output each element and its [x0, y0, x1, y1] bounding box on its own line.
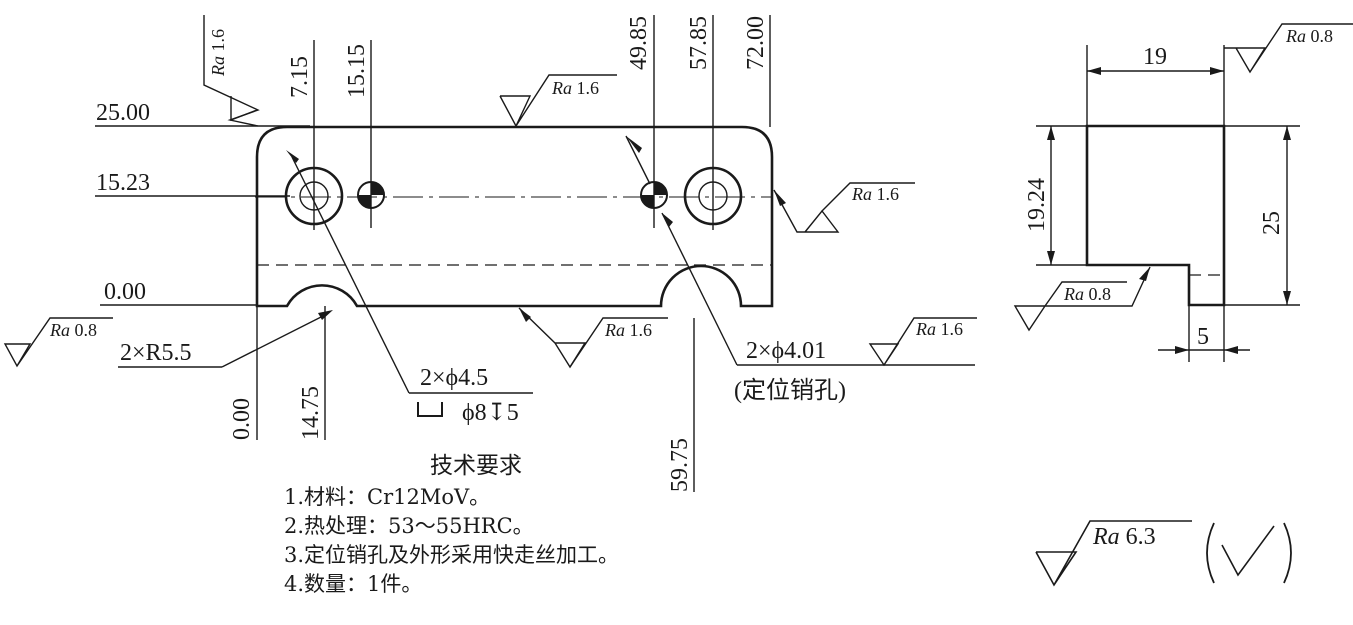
hole-callout: 2×ϕ4.5 ϕ8↧5 — [286, 150, 533, 426]
svg-text:Ra 0.8: Ra 0.8 — [1285, 26, 1333, 46]
requirements-title: 技术要求 — [430, 453, 522, 479]
svg-text:Ra 1.6: Ra 1.6 — [604, 320, 652, 340]
roughness-top-left: Ra 1.6 — [203, 15, 260, 127]
dim-15-23: 15.23 — [96, 170, 150, 196]
svg-text:(定位销孔): (定位销孔) — [734, 377, 846, 404]
side-dim-25: 25 — [1259, 211, 1285, 235]
svg-text:Ra 1.6: Ra 1.6 — [915, 319, 963, 339]
front-view: 7.15 15.15 49.85 57.85 72.00 0.00 14.75 … — [3, 15, 977, 492]
roughness-side-bottom: Ra 0.8 — [1013, 266, 1151, 332]
svg-text:Ra 1.6: Ra 1.6 — [851, 184, 899, 204]
svg-text:ϕ8↧5: ϕ8↧5 — [462, 400, 519, 426]
dim-0-00-bottom: 0.00 — [229, 398, 255, 440]
side-view: 19 19.24 25 5 Ra 0.8 Ra 0.8 — [1013, 23, 1353, 362]
roughness-pin: Ra 1.6 — [868, 317, 977, 367]
technical-requirements: 技术要求 1.材料：Cr12MoV。 2.热处理：53～55HRC。 3.定位销… — [284, 450, 619, 599]
svg-text:2×R5.5: 2×R5.5 — [120, 340, 192, 366]
dim-0-00-left: 0.00 — [104, 279, 146, 305]
svg-text:Ra 1.6: Ra 1.6 — [551, 78, 599, 98]
svg-text:Ra 0.8: Ra 0.8 — [49, 320, 97, 340]
roughness-general: Ra 6.3 — [1035, 520, 1292, 587]
side-dim-19: 19 — [1143, 44, 1167, 70]
dim-14-75: 14.75 — [298, 386, 324, 440]
dim-72-00: 72.00 — [743, 16, 769, 70]
roughness-side-top: Ra 0.8 — [1224, 23, 1353, 74]
dim-15-15: 15.15 — [344, 44, 370, 98]
roughness-top-edge: Ra 1.6 — [499, 74, 617, 128]
dim-49-85: 49.85 — [626, 16, 652, 70]
side-dim-19-24: 19.24 — [1024, 178, 1050, 232]
svg-text:2×ϕ4.5: 2×ϕ4.5 — [420, 365, 488, 391]
roughness-bottom-left: Ra 0.8 — [3, 317, 113, 368]
dim-57-85: 57.85 — [686, 16, 712, 70]
svg-text:Ra 0.8: Ra 0.8 — [1063, 284, 1111, 304]
dim-7-15: 7.15 — [287, 56, 313, 98]
svg-text:Ra 1.6: Ra 1.6 — [208, 29, 228, 77]
svg-text:2×ϕ4.01: 2×ϕ4.01 — [746, 338, 826, 364]
roughness-right-edge: Ra 1.6 — [773, 182, 915, 233]
dim-25-00: 25.00 — [96, 100, 150, 126]
side-outline — [1085, 124, 1226, 307]
part-outline — [255, 125, 774, 308]
roughness-bottom-edge: Ra 1.6 — [518, 307, 668, 369]
svg-text:Ra 6.3: Ra 6.3 — [1092, 524, 1156, 550]
requirement-item: 3.定位销孔及外形采用快走丝加工。 — [284, 543, 620, 567]
pin-callout: 2×ϕ4.01 (定位销孔) — [625, 135, 975, 404]
requirement-item: 2.热处理：53～55HRC。 — [284, 514, 534, 538]
requirement-item: 1.材料：Cr12MoV。 — [284, 485, 491, 509]
dim-59-75: 59.75 — [667, 438, 693, 492]
side-dim-5: 5 — [1197, 324, 1209, 350]
requirement-item: 4.数量：1件。 — [284, 572, 423, 596]
radius-callout: 2×R5.5 — [118, 310, 333, 368]
